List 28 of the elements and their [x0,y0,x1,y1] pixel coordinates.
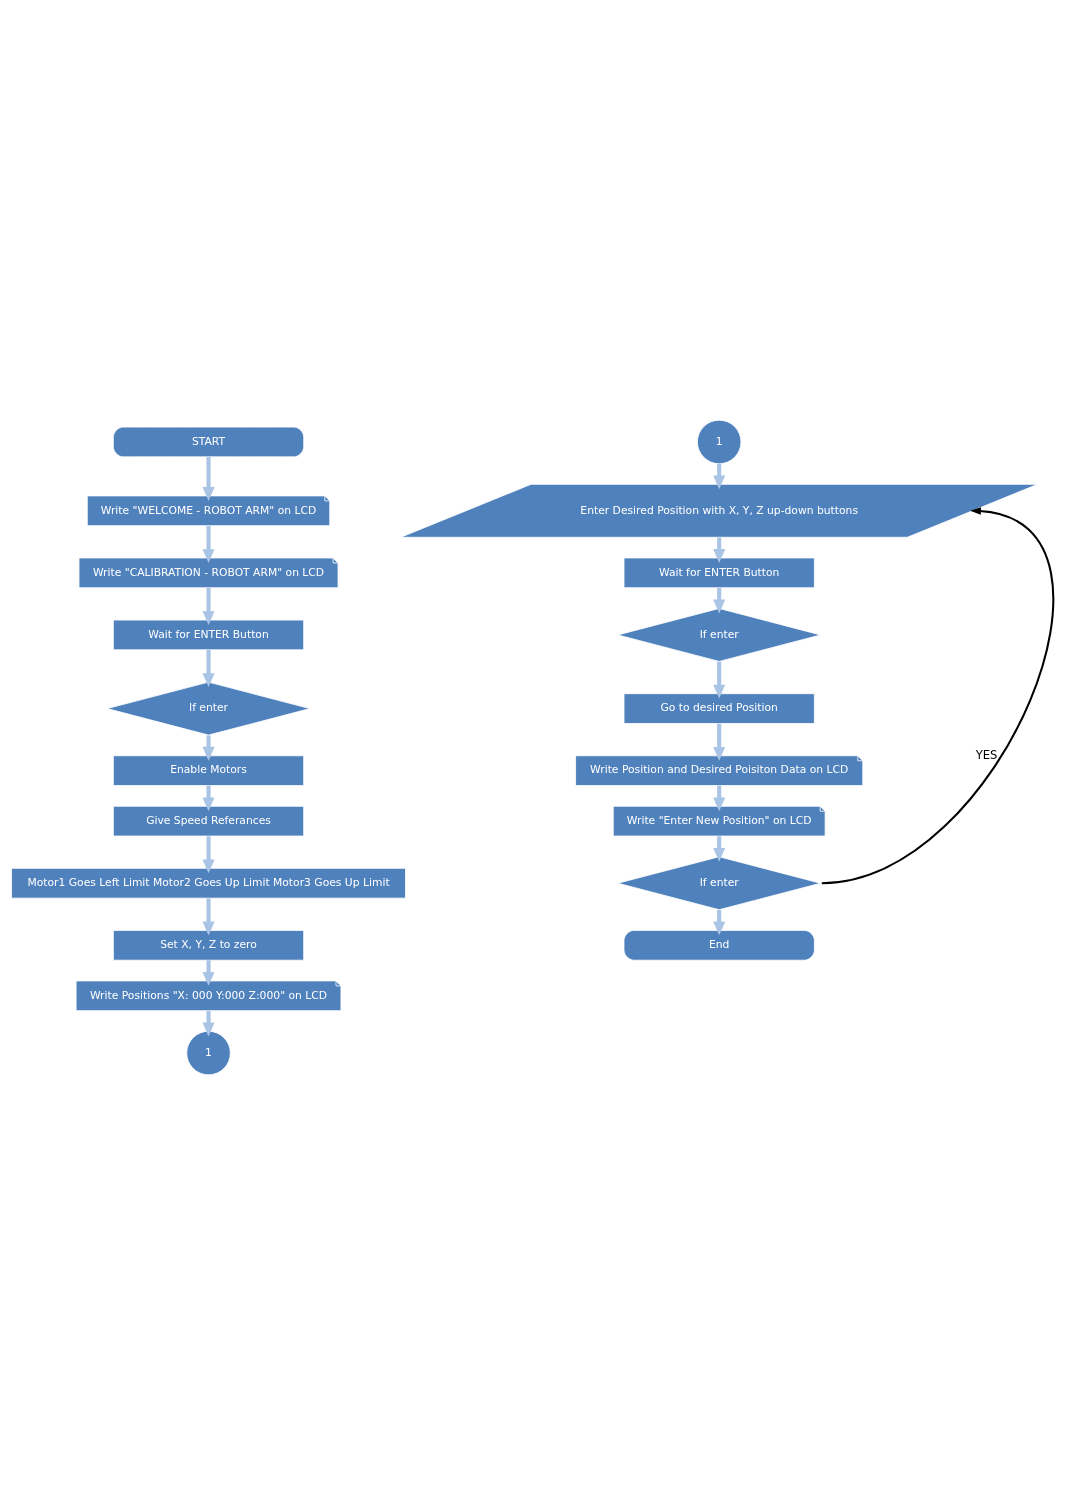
node-box: Give Speed Referances [112,805,305,837]
arrow [202,735,215,761]
node-box: End [623,930,815,961]
node-diamond: If enter [106,681,311,736]
arrow [202,960,215,986]
edge-label: YES [975,747,998,762]
node-box: Wait for ENTER Button [112,619,305,651]
arrow [713,661,726,699]
arrow [202,588,215,626]
arrow [202,785,215,812]
arrow [202,1010,215,1037]
arrow [202,525,215,563]
node-circle: 1 [697,419,742,465]
node-box: Set X, Y, Z to zero [112,930,305,961]
node-box: START [112,426,305,458]
node-box: Enable Motors [112,755,305,786]
node-diamond: If enter [617,856,821,911]
arrow [202,457,215,501]
arrow [713,723,726,761]
node-box: Go to desired Position [623,693,815,724]
arrow [821,507,1054,885]
node-box: Wait for ENTER Button [623,557,815,589]
node-circle: 1 [186,1030,231,1076]
arrow [202,650,215,688]
arrow [202,836,215,874]
arrow [202,898,215,936]
node-diamond: If enter [617,608,821,662]
node-box: Motor1 Goes Left Limit Motor2 Goes Up Limit Motor3 Goes Up Limit [11,867,406,899]
